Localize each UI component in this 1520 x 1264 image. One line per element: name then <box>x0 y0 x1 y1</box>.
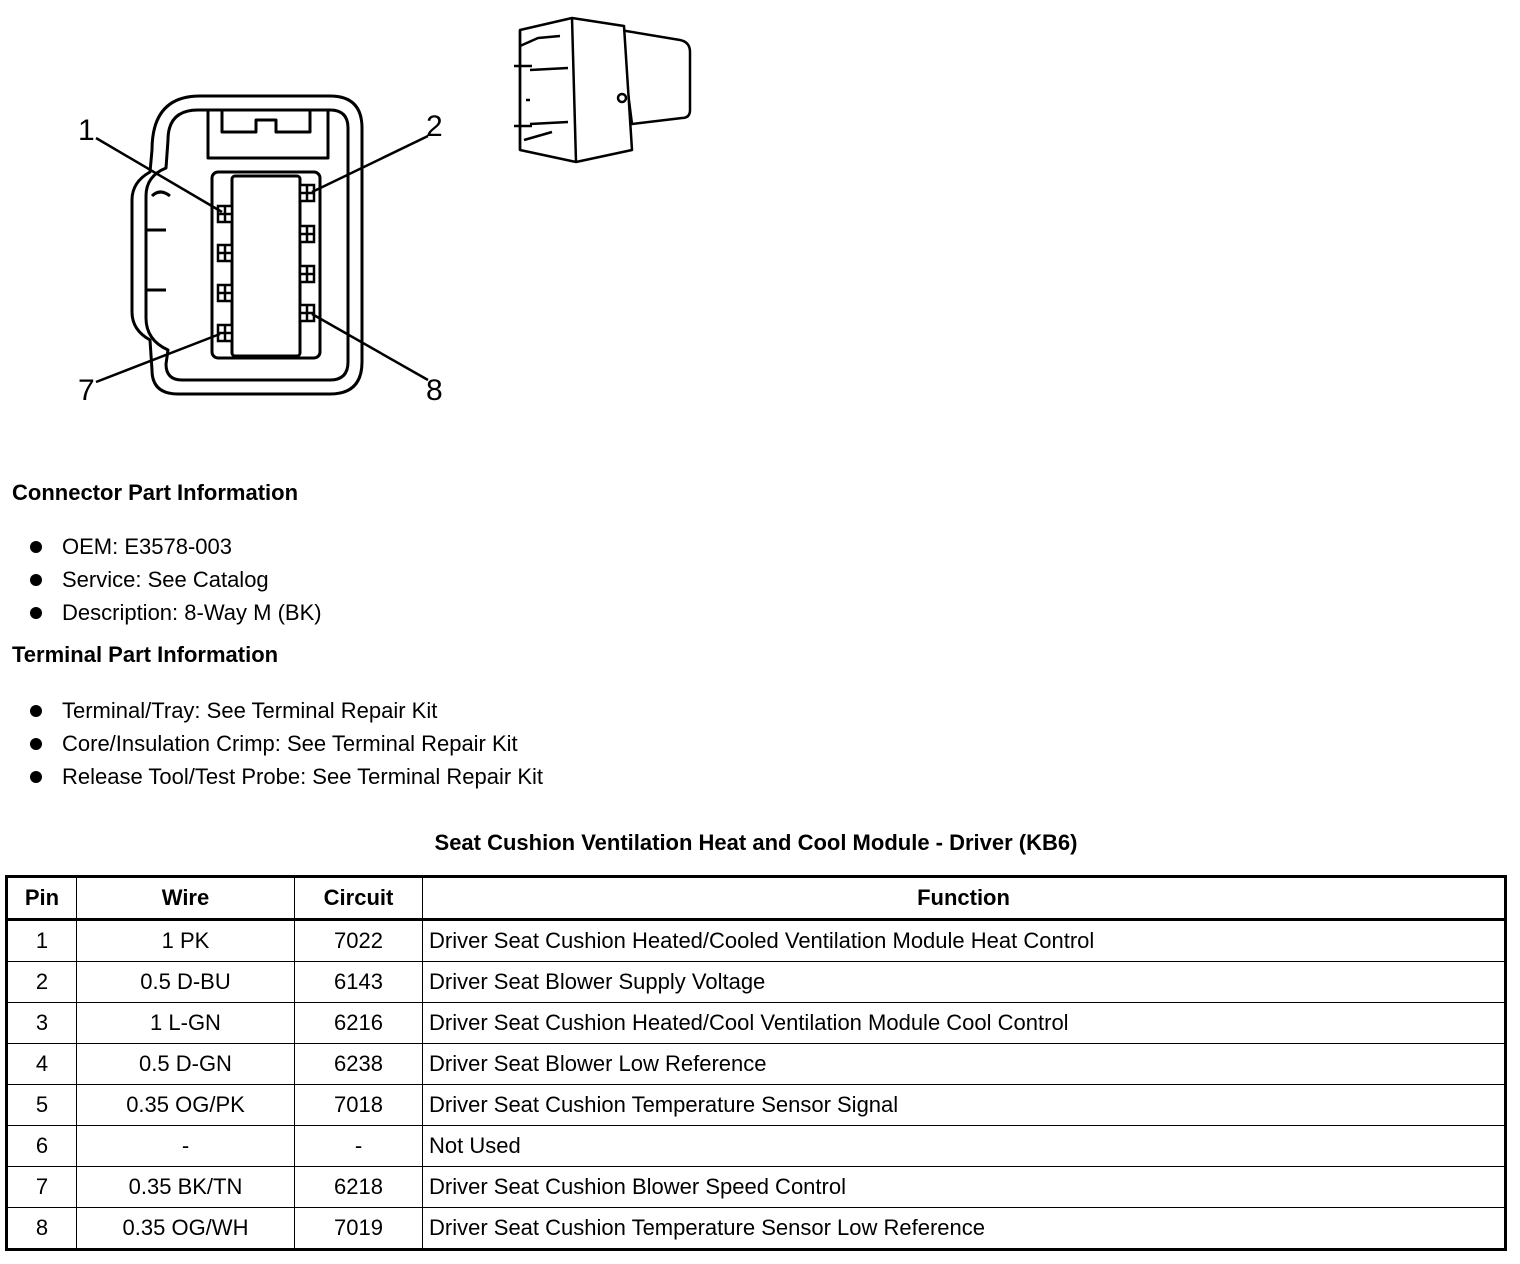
connector-3d-view <box>514 16 692 164</box>
list-item: Core/Insulation Crimp: See Terminal Repa… <box>28 727 543 760</box>
function-cell: Driver Seat Cushion Temperature Sensor S… <box>422 1084 1506 1126</box>
function-cell: Driver Seat Cushion Blower Speed Control <box>422 1166 1506 1208</box>
terminal-pin-7 <box>216 323 234 343</box>
table-header-row: Pin Wire Circuit Function <box>6 876 1506 921</box>
table-row: 6 - - Not Used <box>6 1125 1506 1167</box>
function-cell: Not Used <box>422 1125 1506 1167</box>
column-header-circuit: Circuit <box>294 876 423 921</box>
column-header-wire: Wire <box>76 876 295 921</box>
pin-cell: 2 <box>6 961 77 1003</box>
table-row: 7 0.35 BK/TN 6218 Driver Seat Cushion Bl… <box>6 1166 1506 1208</box>
list-item-text: OEM: E3578-003 <box>62 534 232 559</box>
terminal-part-info-heading: Terminal Part Information <box>12 642 279 667</box>
circuit-cell: 6238 <box>294 1043 423 1085</box>
wire-cell: 1 L-GN <box>76 1002 295 1044</box>
list-item-text: Service: See Catalog <box>62 567 269 592</box>
bullet-icon <box>30 738 42 750</box>
column-header-pin: Pin <box>6 876 77 921</box>
table-row: 1 1 PK 7022 Driver Seat Cushion Heated/C… <box>6 919 1506 962</box>
list-item-text: Description: 8-Way M (BK) <box>62 600 322 625</box>
circuit-cell: 7018 <box>294 1084 423 1126</box>
wire-cell: 0.35 OG/PK <box>76 1084 295 1126</box>
list-item: Terminal/Tray: See Terminal Repair Kit <box>28 694 543 727</box>
table-row: 3 1 L-GN 6216 Driver Seat Cushion Heated… <box>6 1002 1506 1044</box>
terminal-pin-1 <box>216 204 234 224</box>
callout-2: 2 <box>426 110 443 143</box>
terminal-pin-6 <box>298 264 316 284</box>
terminal-pin-4 <box>298 224 316 244</box>
wire-cell: 0.35 BK/TN <box>76 1166 295 1208</box>
list-item: Description: 8-Way M (BK) <box>28 596 322 629</box>
pin-cell: 3 <box>6 1002 77 1044</box>
connector-housing-outer <box>130 94 364 396</box>
circuit-cell: 7022 <box>294 919 423 962</box>
list-item: Release Tool/Test Probe: See Terminal Re… <box>28 760 543 793</box>
bullet-icon <box>30 771 42 783</box>
connector-housing-inner <box>144 108 350 382</box>
function-cell: Driver Seat Blower Low Reference <box>422 1043 1506 1085</box>
connector-part-info-heading: Connector Part Information <box>12 480 299 505</box>
bullet-icon <box>30 541 42 553</box>
table-row: 5 0.35 OG/PK 7018 Driver Seat Cushion Te… <box>6 1084 1506 1126</box>
circuit-cell: 6216 <box>294 1002 423 1044</box>
table-row: 8 0.35 OG/WH 7019 Driver Seat Cushion Te… <box>6 1207 1506 1250</box>
circuit-cell: 6143 <box>294 961 423 1003</box>
terminal-cavity <box>210 170 322 360</box>
pinout-table: Pin Wire Circuit Function 1 1 PK 7022 Dr… <box>5 875 1507 1251</box>
terminal-part-info-list: Terminal/Tray: See Terminal Repair Kit C… <box>28 694 543 793</box>
table-title: Seat Cushion Ventilation Heat and Cool M… <box>434 830 1078 855</box>
connector-side-tab <box>146 190 171 292</box>
terminal-block <box>230 174 302 358</box>
pin-cell: 5 <box>6 1084 77 1126</box>
circuit-cell: - <box>294 1125 423 1167</box>
callout-1: 1 <box>78 114 95 147</box>
list-item-text: Release Tool/Test Probe: See Terminal Re… <box>62 764 543 789</box>
wire-cell: 1 PK <box>76 919 295 962</box>
function-cell: Driver Seat Blower Supply Voltage <box>422 961 1506 1003</box>
list-item: Service: See Catalog <box>28 563 322 596</box>
pin-cell: 1 <box>6 919 77 962</box>
pin-cell: 4 <box>6 1043 77 1085</box>
circuit-cell: 7019 <box>294 1207 423 1250</box>
leader-line-1 <box>95 136 223 214</box>
wire-cell: 0.35 OG/WH <box>76 1207 295 1250</box>
function-cell: Driver Seat Cushion Heated/Cool Ventilat… <box>422 1002 1506 1044</box>
list-item-text: Terminal/Tray: See Terminal Repair Kit <box>62 698 438 723</box>
leader-line-8 <box>311 312 429 382</box>
table-row: 2 0.5 D-BU 6143 Driver Seat Blower Suppl… <box>6 961 1506 1003</box>
callout-8: 8 <box>426 374 443 407</box>
bullet-icon <box>30 607 42 619</box>
leader-line-7 <box>95 332 221 384</box>
circuit-cell: 6218 <box>294 1166 423 1208</box>
bullet-icon <box>30 705 42 717</box>
list-item-text: Core/Insulation Crimp: See Terminal Repa… <box>62 731 518 756</box>
terminal-pin-8 <box>298 303 316 323</box>
connector-latch <box>206 110 330 160</box>
pin-cell: 8 <box>6 1207 77 1250</box>
terminal-pin-5 <box>216 283 234 303</box>
table-row: 4 0.5 D-GN 6238 Driver Seat Blower Low R… <box>6 1043 1506 1085</box>
leader-line-2 <box>311 134 429 194</box>
terminal-pin-2 <box>298 183 316 203</box>
bullet-icon <box>30 574 42 586</box>
wire-cell: - <box>76 1125 295 1167</box>
callout-7: 7 <box>78 374 95 407</box>
function-cell: Driver Seat Cushion Heated/Cooled Ventil… <box>422 919 1506 962</box>
terminal-pin-3 <box>216 243 234 263</box>
pin-cell: 7 <box>6 1166 77 1208</box>
wire-cell: 0.5 D-BU <box>76 961 295 1003</box>
list-item: OEM: E3578-003 <box>28 530 322 563</box>
pin-cell: 6 <box>6 1125 77 1167</box>
column-header-function: Function <box>422 876 1506 921</box>
connector-part-info-list: OEM: E3578-003 Service: See Catalog Desc… <box>28 530 322 629</box>
wire-cell: 0.5 D-GN <box>76 1043 295 1085</box>
connector-diagram: 1 2 7 8 <box>78 16 692 407</box>
function-cell: Driver Seat Cushion Temperature Sensor L… <box>422 1207 1506 1250</box>
